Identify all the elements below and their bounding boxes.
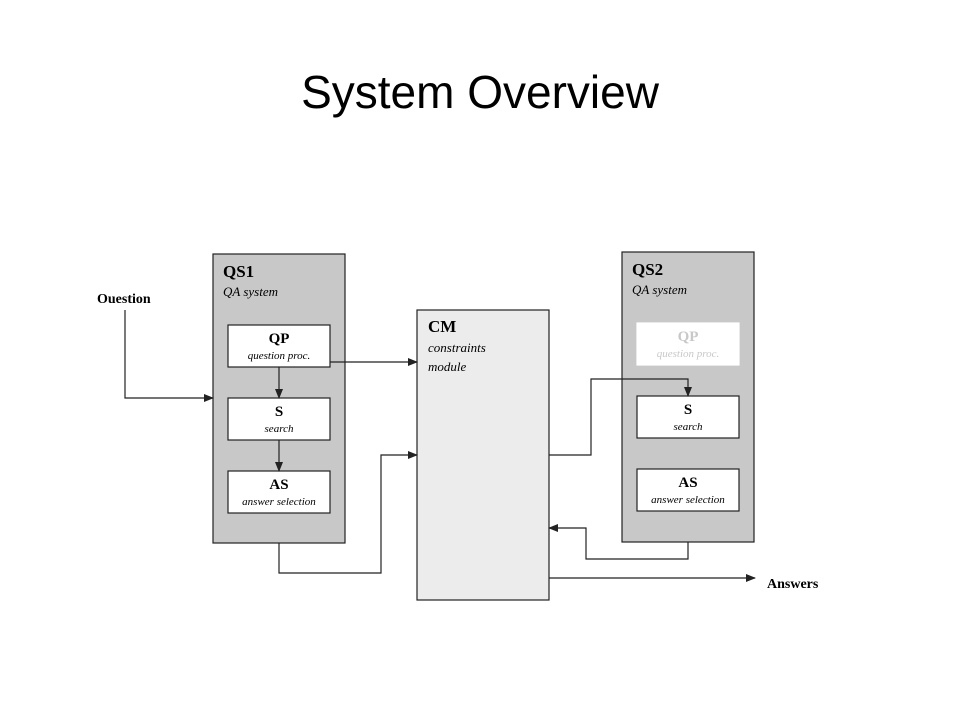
qs1-module-as: AS answer selection: [227, 470, 331, 514]
qs2-s-desc: search: [674, 421, 703, 433]
qs2-qp-name: QP: [678, 329, 699, 345]
cm-desc-line2: module: [428, 359, 467, 374]
qs1-system: QS1 QA system QP question proc. S search…: [212, 253, 346, 544]
qs2-system: QS2 QA system QP question proc. S search…: [621, 251, 755, 543]
qs1-as-desc: answer selection: [242, 496, 316, 508]
qs1-s-name: S: [275, 404, 283, 420]
qs1-s-desc: search: [265, 423, 294, 435]
arrow-qs1-output-to-cm: [278, 451, 418, 574]
qs1-name: QS1: [223, 262, 254, 281]
qs1-qp-name: QP: [269, 331, 290, 347]
qs2-module-qp-disabled: QP question proc.: [636, 322, 740, 366]
arrow-question-to-qs1: [124, 310, 214, 402]
qs2-qp-desc: question proc.: [657, 348, 720, 360]
qs2-as-desc: answer selection: [651, 494, 725, 506]
qs2-as-name: AS: [678, 475, 697, 491]
qs1-qp-desc: question proc.: [248, 350, 311, 362]
qs1-module-qp: QP question proc.: [227, 324, 331, 368]
qs2-s-name: S: [684, 402, 692, 418]
cm-desc-line1: constraints: [428, 340, 486, 355]
cm-name: CM: [428, 317, 456, 336]
qs1-as-name: AS: [269, 477, 288, 493]
arrow-qs2-output-to-cm: [548, 524, 689, 560]
arrow-cm-to-qs2-s: [549, 378, 692, 456]
qs2-subtitle: QA system: [632, 282, 687, 297]
qs2-module-s: S search: [636, 395, 740, 439]
qs1-subtitle: QA system: [223, 284, 278, 299]
cm-module: CM constraints module: [416, 309, 550, 601]
qs2-module-as: AS answer selection: [636, 468, 740, 512]
slide-title: System Overview: [301, 66, 659, 118]
qs1-module-s: S search: [227, 397, 331, 441]
question-label: Ouestion: [97, 292, 151, 307]
answers-label: Answers: [767, 577, 819, 592]
qs2-name: QS2: [632, 260, 663, 279]
